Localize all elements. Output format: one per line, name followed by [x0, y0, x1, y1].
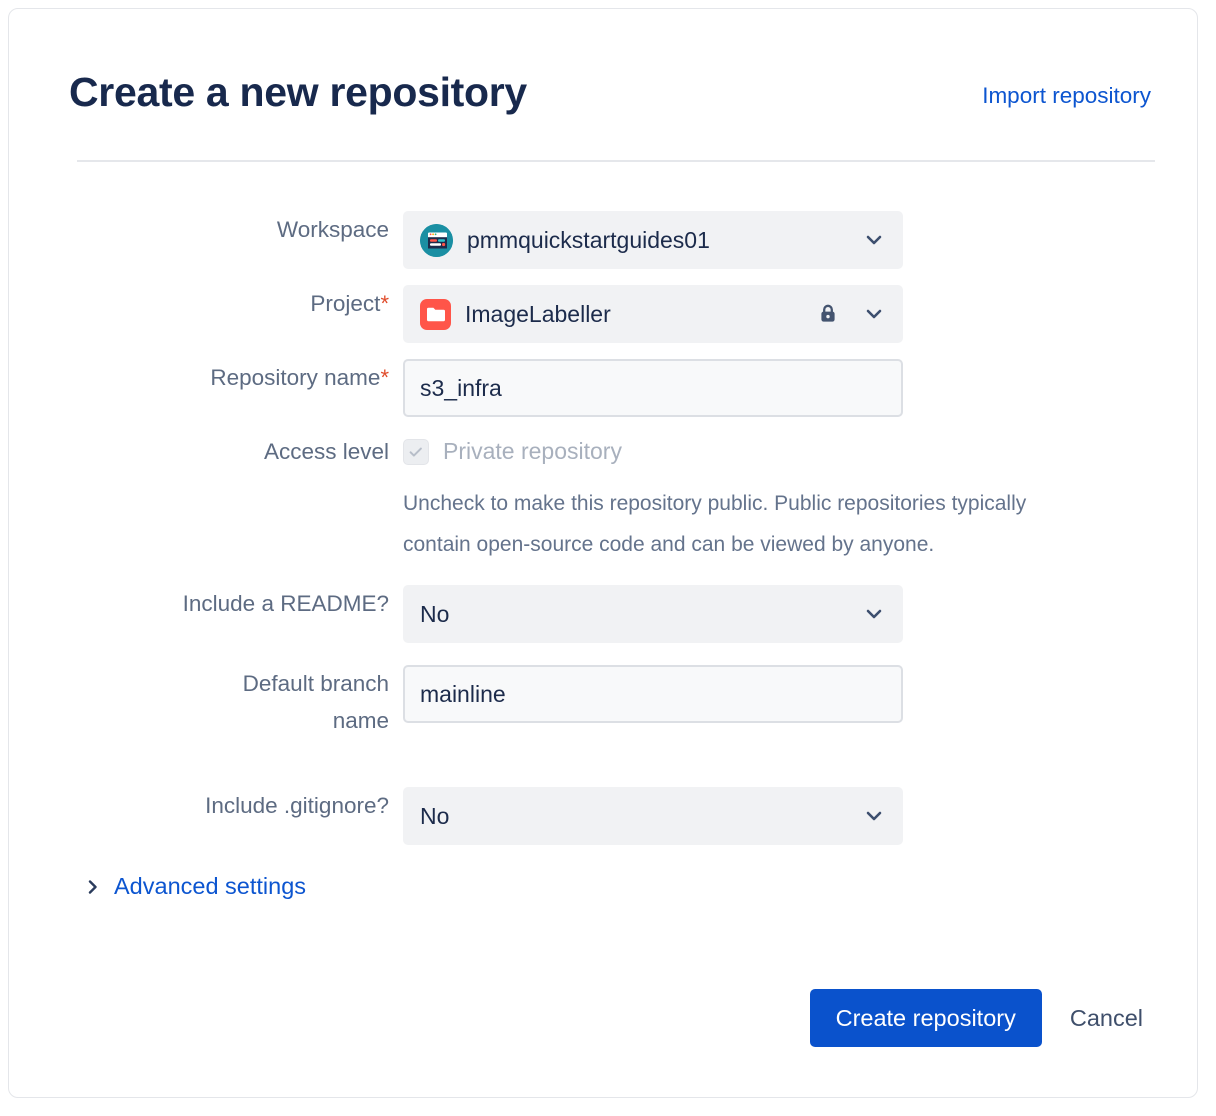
- include-gitignore-value: No: [420, 802, 450, 829]
- create-repository-card: Create a new repository Import repositor…: [8, 8, 1198, 1098]
- project-row: Project* ImageLabeller: [77, 285, 1157, 343]
- workspace-label: Workspace: [276, 217, 389, 242]
- include-readme-row: Include a README? No: [77, 585, 1157, 643]
- private-repository-checkbox[interactable]: Private repository: [403, 433, 1157, 470]
- chevron-right-icon: [85, 879, 101, 895]
- lock-icon: [816, 302, 840, 326]
- project-folder-icon: [420, 298, 451, 330]
- repository-name-row: Repository name*: [77, 359, 1157, 417]
- card-footer: Create repository Cancel: [77, 989, 1157, 1047]
- project-label: Project*: [77, 285, 403, 322]
- include-gitignore-select[interactable]: No: [403, 787, 903, 845]
- workspace-value: pmmquickstartguides01: [467, 226, 710, 253]
- create-repository-button[interactable]: Create repository: [809, 989, 1042, 1047]
- include-readme-label: Include a README?: [182, 591, 389, 616]
- repository-name-label: Repository name*: [77, 359, 403, 396]
- header-divider: [77, 160, 1155, 162]
- project-value: ImageLabeller: [465, 300, 611, 327]
- card-header: Create a new repository Import repositor…: [69, 67, 1153, 131]
- project-select[interactable]: ImageLabeller: [403, 285, 903, 343]
- cancel-button[interactable]: Cancel: [1056, 989, 1157, 1047]
- default-branch-input[interactable]: [403, 665, 903, 723]
- repository-name-input[interactable]: [403, 359, 903, 417]
- workspace-avatar-icon: [420, 223, 453, 257]
- access-level-label: Access level: [263, 439, 389, 464]
- chevron-down-icon: [864, 304, 884, 324]
- include-readme-field: No: [403, 585, 1157, 643]
- default-branch-row: Default branch name: [77, 665, 1157, 739]
- workspace-field: pmmquickstartguides01: [403, 211, 1157, 269]
- page-title: Create a new repository: [69, 69, 527, 115]
- include-gitignore-field: No: [403, 787, 1157, 845]
- access-level-row: Access level Private repository Uncheck …: [77, 433, 1157, 565]
- import-repository-link[interactable]: Import repository: [982, 83, 1151, 108]
- project-field: ImageLabeller: [403, 285, 1157, 343]
- chevron-down-icon: [864, 806, 884, 826]
- repository-form: Workspace: [77, 211, 1157, 900]
- default-branch-field: [403, 665, 1157, 723]
- required-marker: *: [380, 291, 389, 316]
- advanced-settings-label: Advanced settings: [114, 873, 307, 899]
- chevron-down-icon: [864, 604, 884, 624]
- required-marker: *: [380, 365, 389, 390]
- chevron-down-icon: [864, 230, 884, 250]
- checkbox-label: Private repository: [443, 438, 622, 464]
- access-level-field: Private repository Uncheck to make this …: [403, 433, 1157, 565]
- card-content: Create a new repository Import repositor…: [69, 67, 1155, 1047]
- project-label-text: Project: [310, 291, 381, 316]
- repository-name-label-text: Repository name: [210, 365, 381, 390]
- advanced-settings-toggle[interactable]: Advanced settings: [85, 873, 306, 900]
- include-readme-value: No: [420, 600, 450, 627]
- workspace-row: Workspace: [77, 211, 1157, 269]
- repository-name-field: [403, 359, 1157, 417]
- checkbox-box[interactable]: [403, 438, 429, 465]
- include-readme-select[interactable]: No: [403, 585, 903, 643]
- default-branch-label: Default branch name: [242, 671, 389, 733]
- workspace-select[interactable]: pmmquickstartguides01: [403, 211, 903, 269]
- include-gitignore-label: Include .gitignore?: [205, 793, 389, 818]
- access-level-help-text: Uncheck to make this repository public. …: [403, 492, 1027, 556]
- checkmark-icon: [409, 447, 422, 457]
- include-gitignore-row: Include .gitignore? No: [77, 787, 1157, 845]
